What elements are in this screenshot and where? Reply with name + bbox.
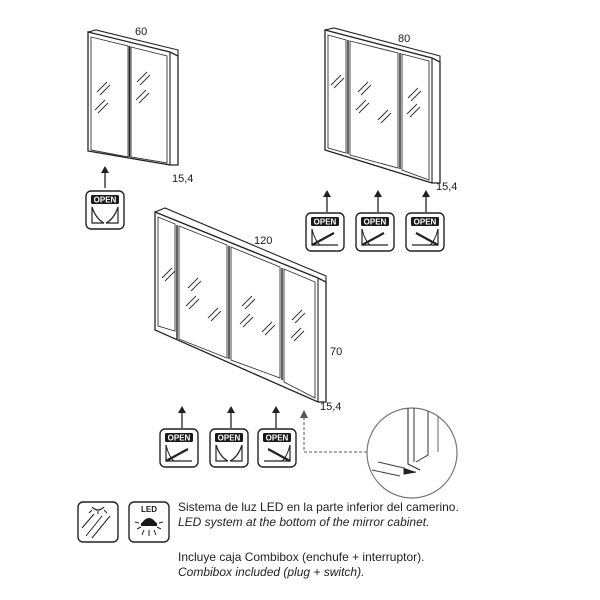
open-badge-left: OPEN	[354, 211, 396, 253]
legend-combi-es: Incluye caja Combibox (enchufe + interru…	[178, 550, 425, 564]
open-badge-double: OPEN	[85, 190, 125, 230]
open-badge-group-60: OPEN	[85, 165, 125, 230]
open-label: OPEN	[218, 434, 241, 443]
open-label: OPEN	[168, 434, 191, 443]
led-bulb-icon: LED	[128, 501, 170, 543]
open-label: OPEN	[414, 218, 437, 227]
cabinet-60-width-label: 60	[135, 26, 147, 38]
open-badge-double: OPEN	[209, 428, 249, 468]
open-badge-group-120: OPEN OPEN OPEN	[158, 405, 298, 469]
led-label: LED	[141, 505, 157, 514]
legend-led: Sistema de luz LED en la parte inferior …	[178, 500, 459, 530]
cabinet-80-width-label: 80	[398, 33, 410, 45]
open-badge-group-80: OPEN OPEN OPEN	[304, 189, 446, 253]
cabinet-60: 60 15,4	[87, 26, 193, 185]
cabinet-120-height-label: 70	[330, 346, 342, 358]
light-beam-icon	[77, 501, 119, 543]
cabinet-120-depth-label: 15,4	[320, 401, 341, 413]
cabinet-120-width-label: 120	[254, 235, 272, 247]
open-label: OPEN	[94, 196, 117, 205]
detail-circle	[366, 407, 458, 499]
open-badge-right: OPEN	[404, 211, 446, 253]
open-badge-left: OPEN	[304, 211, 346, 253]
legend-combibox: Incluye caja Combibox (enchufe + interru…	[178, 550, 424, 580]
detail-leader	[300, 410, 368, 453]
cabinet-120: 120 70 15,4	[154, 207, 342, 413]
open-label: OPEN	[314, 218, 337, 227]
open-label: OPEN	[266, 434, 289, 443]
legend-led-es: Sistema de luz LED en la parte inferior …	[178, 500, 459, 514]
open-label: OPEN	[364, 218, 387, 227]
open-badge-left: OPEN	[158, 427, 200, 469]
cabinet-80-depth-label: 15,4	[436, 181, 457, 193]
cabinet-60-depth-label: 15,4	[172, 173, 193, 185]
legend-combi-en: Combibox included (plug + switch).	[178, 565, 365, 579]
legend-led-en: LED system at the bottom of the mirror c…	[178, 515, 430, 529]
cabinet-80: 80 15,4	[324, 27, 457, 193]
open-badge-right: OPEN	[256, 427, 298, 469]
